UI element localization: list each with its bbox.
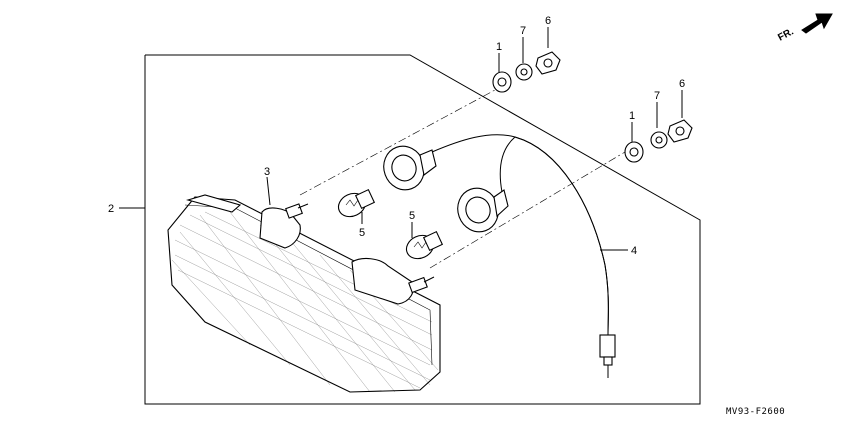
callout-grommet-upper: 1 [496,41,502,53]
arrow-icon [801,13,833,34]
socket-lower [457,187,509,233]
socket-upper [383,145,437,191]
bulb-center [405,230,444,260]
assembly-frame [144,54,701,405]
tail-lamp [259,203,435,305]
callouts: 1 7 6 1 7 6 2 3 5 5 4 [108,15,685,257]
hardware-lower [624,119,693,163]
diagram-code: MV93-F2600 [726,407,785,417]
front-label: FR. [776,26,796,43]
lens-housing [167,194,441,393]
callout-bulb-center: 5 [409,210,415,222]
callout-washer-upper: 7 [520,25,526,37]
front-direction-indicator: FR. [776,13,833,44]
leader-lines [119,27,683,269]
callout-nut-upper: 6 [545,15,551,27]
callout-tail-lamp: 3 [264,166,270,178]
callout-wire-harness: 4 [631,245,637,257]
hardware-upper [492,51,561,93]
wire-harness [431,134,616,378]
callout-washer-lower: 7 [654,90,660,102]
callout-lens-housing: 2 [108,203,114,215]
callout-nut-lower: 6 [679,78,685,90]
bulb-left [337,188,376,218]
callout-bulb-left: 5 [359,227,365,239]
callout-grommet-lower: 1 [629,110,635,122]
